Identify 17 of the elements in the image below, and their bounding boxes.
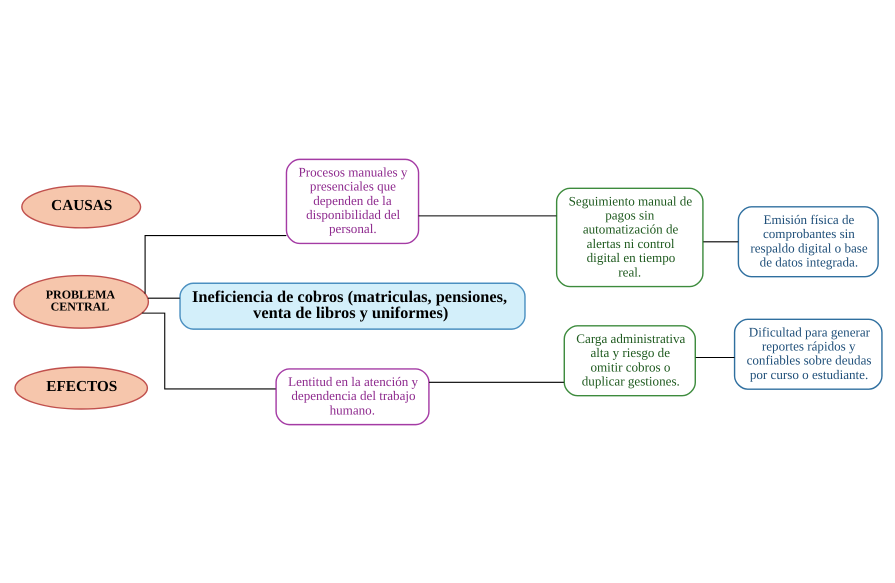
connector: [418, 214, 556, 216]
connector: [144, 234, 286, 294]
node-ellipse: CAUSAS: [20, 184, 141, 228]
node-box: Emisión física de comprobantes sin respaldo digital o base de datos integrada.: [737, 206, 878, 277]
node-ellipse: EFECTOS: [14, 366, 148, 410]
node-box: Procesos manuales y presenciales que dependen de la disponibilidad del personal.: [285, 158, 419, 244]
node-box: Dificultad para generar reportes rápidos y confiables sobre deudas por curso o estudiante.: [733, 318, 882, 390]
connector: [428, 381, 564, 382]
connector: [147, 297, 180, 298]
connector: [702, 240, 738, 242]
node-ellipse: PROBLEMA CENTRAL: [12, 274, 149, 328]
node-box: Lentitud en la atención y dependencia del trabajo humano.: [274, 368, 430, 425]
connector: [141, 312, 276, 389]
node-box: Carga administrativa alta y riesgo de omitir cobros o duplicar gestiones.: [563, 324, 696, 396]
node-box: Ineficiencia de cobros (matriculas, pensiones, venta de libros y uniformes): [178, 282, 526, 330]
connector: [695, 356, 734, 358]
node-box: Seguimiento manual de pagos sin automatización de alertas ni control digital en tiempo real.: [555, 187, 704, 287]
